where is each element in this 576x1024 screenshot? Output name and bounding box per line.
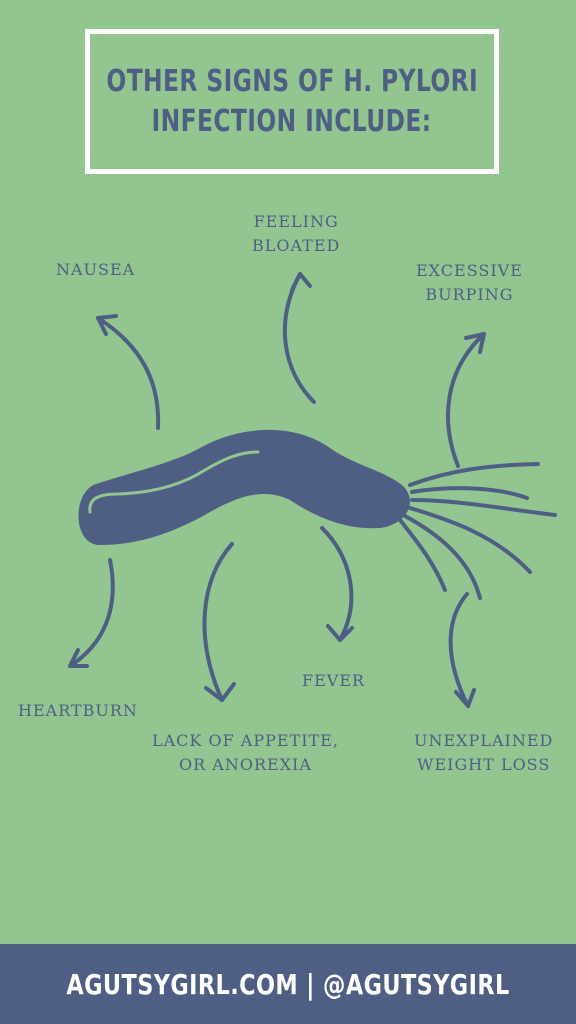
bloated-label-line2: BLOATED (252, 236, 341, 255)
appetite-label-line2: OR ANOREXIA (179, 755, 312, 774)
symptom-heartburn: HEARTBURN (18, 699, 138, 723)
flagellum (410, 486, 529, 500)
bloated-label-line1: FEELING (253, 212, 339, 231)
flagellum (398, 518, 447, 592)
arrow-heartburn (68, 558, 115, 668)
burping-label-line1: EXCESSIVE (416, 261, 523, 280)
arrow-appetite (202, 542, 236, 702)
weight-loss-label-line1: UNEXPLAINED (414, 731, 554, 750)
arrow-bloated (282, 272, 316, 404)
bacterium-highlight (88, 450, 260, 514)
heartburn-label: HEARTBURN (18, 701, 138, 720)
flagellum (403, 514, 482, 600)
symptom-burping: EXCESSIVE BURPING (416, 259, 523, 307)
flagellum (408, 506, 532, 574)
weight-loss-label-line2: WEIGHT LOSS (417, 755, 551, 774)
bacterium-body (78, 429, 410, 545)
fever-label: FEVER (302, 671, 366, 690)
footer-text: AGUTSYGIRL.COM | @AGUTSYGIRL (66, 967, 510, 1001)
arrow-fever (320, 526, 354, 642)
nausea-label: NAUSEA (56, 260, 136, 279)
footer-bar: AGUTSYGIRL.COM | @AGUTSYGIRL (0, 944, 576, 1024)
arrow-weight-loss (448, 592, 476, 708)
symptom-appetite: LACK OF APPETITE, OR ANOREXIA (152, 729, 339, 777)
flagellum (410, 498, 557, 517)
title-line-2: INFECTION INCLUDE: (151, 103, 433, 139)
title-box: OTHER SIGNS OF H. PYLORI INFECTION INCLU… (85, 29, 499, 174)
arrow-nausea (96, 314, 161, 430)
arrow-burping (446, 332, 486, 468)
symptom-bloated: FEELING BLOATED (252, 210, 340, 258)
flagellum (408, 462, 540, 487)
title-line-1: OTHER SIGNS OF H. PYLORI (106, 63, 478, 99)
symptom-weight-loss: UNEXPLAINED WEIGHT LOSS (414, 729, 553, 777)
symptom-nausea: NAUSEA (56, 258, 135, 282)
bacterium-diagram (68, 272, 557, 708)
symptom-fever: FEVER (302, 669, 365, 693)
appetite-label-line1: LACK OF APPETITE, (152, 731, 339, 750)
burping-label-line2: BURPING (425, 285, 514, 304)
